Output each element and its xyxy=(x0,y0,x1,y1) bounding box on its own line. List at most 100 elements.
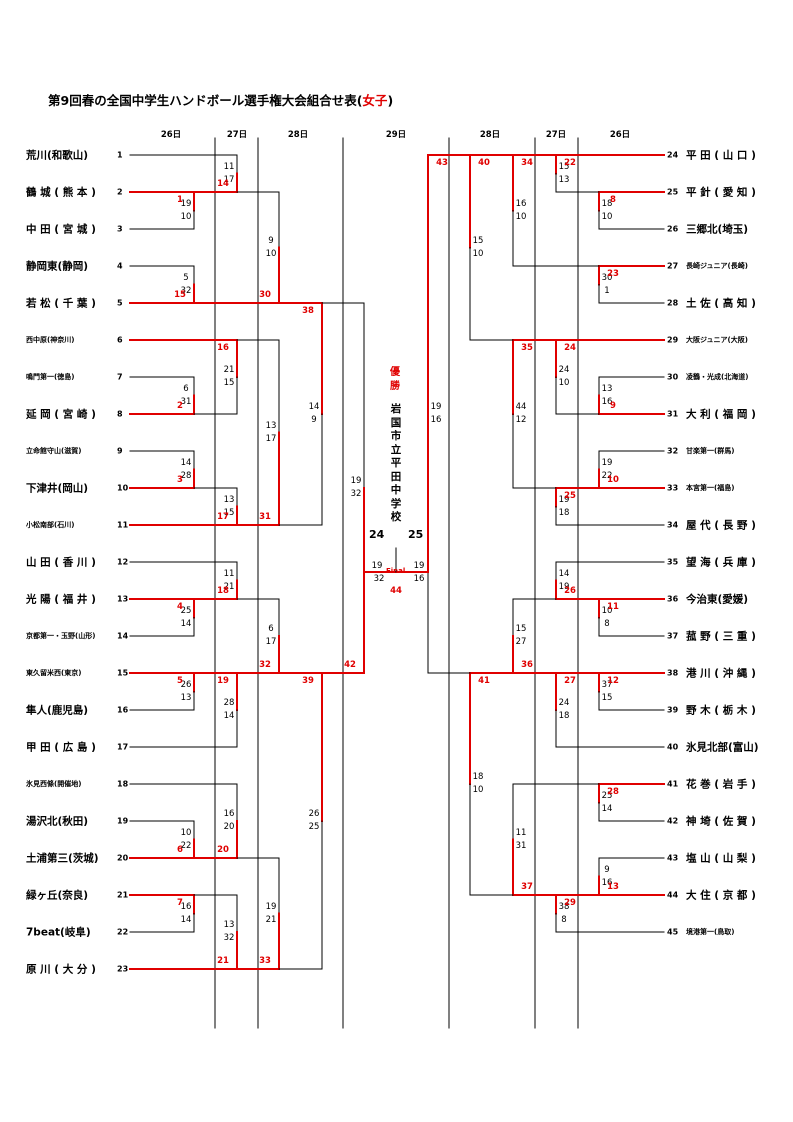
team-name-27: 長崎ジュニア(長崎) xyxy=(686,262,748,270)
score-m22-a: 15 xyxy=(558,161,570,172)
team-number-23: 23 xyxy=(117,964,129,974)
match-number-28: 28 xyxy=(607,787,619,797)
score-m8-a: 18 xyxy=(601,198,613,209)
score-m5-b: 13 xyxy=(180,692,192,703)
match-number-4: 4 xyxy=(177,602,183,612)
match-number-1: 1 xyxy=(177,195,183,205)
match-number-13: 13 xyxy=(607,882,619,892)
score-m10-b: 22 xyxy=(601,470,613,481)
team-number-38: 38 xyxy=(667,668,679,678)
score-m6-a: 10 xyxy=(180,827,192,838)
team-number-35: 35 xyxy=(667,557,679,567)
score-m24-b: 10 xyxy=(558,378,570,388)
team-name-32: 甘楽第一(群馬) xyxy=(686,447,735,455)
match-number-14: 14 xyxy=(217,179,229,189)
host-school: 岩国市立平田中学校 xyxy=(390,403,402,523)
team-name-16: 隼人(鹿児島) xyxy=(26,704,89,717)
score-m17-a: 13 xyxy=(223,494,235,505)
score-m30-a: 9 xyxy=(268,235,274,246)
score-m16-a: 21 xyxy=(223,365,235,375)
score-m11-b: 8 xyxy=(604,618,610,629)
match-number-2: 2 xyxy=(177,401,183,411)
team-name-7: 鳴門第一(徳島) xyxy=(26,373,75,381)
team-name-18: 氷見西條(開催地) xyxy=(26,780,82,788)
score-m28-b: 14 xyxy=(601,803,613,814)
team-number-44: 44 xyxy=(667,890,679,900)
team-number-25: 25 xyxy=(667,187,679,197)
team-name-25: 平 針 ( 愛 知 ) xyxy=(686,186,756,199)
day-header-1: 27日 xyxy=(226,130,248,140)
team-name-3: 中 田 ( 宮 城 ) xyxy=(26,223,96,236)
team-name-30: 凌鶴・光成(北海道) xyxy=(686,373,749,381)
team-number-20: 20 xyxy=(117,853,129,863)
score-m41-b: 10 xyxy=(472,785,484,795)
match-number-24: 24 xyxy=(564,343,576,353)
team-number-28: 28 xyxy=(667,298,679,308)
score-m36-b: 27 xyxy=(515,637,527,647)
team-name-8: 延 岡 ( 宮 崎 ) xyxy=(26,408,96,421)
team-name-36: 今治東(愛媛) xyxy=(686,593,749,606)
day-header-2: 28日 xyxy=(287,130,309,140)
score-m21-b: 32 xyxy=(223,933,235,943)
team-number-30: 30 xyxy=(667,372,679,382)
team-number-33: 33 xyxy=(667,483,679,493)
final-label: Final xyxy=(386,567,406,575)
score-m5-a: 26 xyxy=(180,679,192,690)
score-m35-a: 44 xyxy=(515,402,527,412)
score-m14-a: 11 xyxy=(223,161,235,172)
match-number-40: 40 xyxy=(478,158,490,168)
team-name-33: 本宮第一(福島) xyxy=(686,484,735,492)
team-name-13: 光 陽 ( 福 井 ) xyxy=(26,593,96,606)
team-name-24: 平 田 ( 山 口 ) xyxy=(686,149,756,162)
team-name-40: 氷見北部(富山) xyxy=(686,741,759,754)
score-m29-b: 8 xyxy=(561,914,567,925)
team-name-5: 若 松 ( 千 葉 ) xyxy=(26,297,96,310)
team-number-18: 18 xyxy=(117,779,129,789)
team-name-31: 大 利 ( 福 岡 ) xyxy=(686,408,756,421)
team-name-20: 土浦第三(茨城) xyxy=(26,852,99,865)
score-m25-b: 18 xyxy=(558,507,570,518)
score-m14-b: 17 xyxy=(223,174,235,185)
match-number-30: 30 xyxy=(259,290,271,300)
score-m10-a: 19 xyxy=(601,457,613,468)
final-score-left-2: 32 xyxy=(373,574,385,584)
team-number-31: 31 xyxy=(667,409,679,419)
team-number-4: 4 xyxy=(117,261,123,271)
match-number-12: 12 xyxy=(607,676,619,686)
match-number-42: 42 xyxy=(344,660,356,670)
team-name-44: 大 住 ( 京 都 ) xyxy=(686,889,756,902)
score-m33-a: 19 xyxy=(265,901,277,912)
score-m43-a: 19 xyxy=(430,402,442,412)
team-name-2: 鶴 城 ( 熊 本 ) xyxy=(26,186,96,199)
match-number-20: 20 xyxy=(217,845,229,855)
team-number-36: 36 xyxy=(667,594,679,604)
final-score-right-2: 16 xyxy=(413,574,425,584)
score-m3-a: 14 xyxy=(180,457,192,468)
match-number-44: 44 xyxy=(390,586,402,596)
team-name-28: 土 佐 ( 高 知 ) xyxy=(686,297,756,310)
team-name-17: 甲 田 ( 広 島 ) xyxy=(26,741,96,754)
match-number-21: 21 xyxy=(217,956,229,966)
score-m18-b: 21 xyxy=(223,581,235,592)
match-number-26: 26 xyxy=(564,586,576,596)
score-m38-a: 14 xyxy=(308,402,320,412)
team-number-1: 1 xyxy=(117,150,123,160)
score-m43-b: 16 xyxy=(430,415,442,425)
match-number-18: 18 xyxy=(217,586,229,596)
score-m22-b: 13 xyxy=(558,174,570,185)
score-m34-b: 10 xyxy=(515,211,527,222)
team-name-34: 屋 代 ( 長 野 ) xyxy=(686,519,756,532)
team-number-2: 2 xyxy=(117,187,123,197)
match-number-8: 8 xyxy=(610,195,616,205)
score-m42-a: 19 xyxy=(350,476,362,486)
title-highlight: 女子 xyxy=(362,93,388,108)
score-m1-a: 19 xyxy=(180,198,192,209)
match-number-25: 25 xyxy=(564,491,576,501)
team-name-14: 京都第一・玉野(山形) xyxy=(26,632,96,640)
score-m9-a: 13 xyxy=(601,383,613,394)
team-number-24: 24 xyxy=(667,150,679,160)
team-name-4: 静岡東(静岡) xyxy=(26,260,89,273)
match-number-6: 6 xyxy=(177,845,183,855)
score-m39-b: 25 xyxy=(308,822,320,832)
score-m33-b: 21 xyxy=(265,914,277,925)
